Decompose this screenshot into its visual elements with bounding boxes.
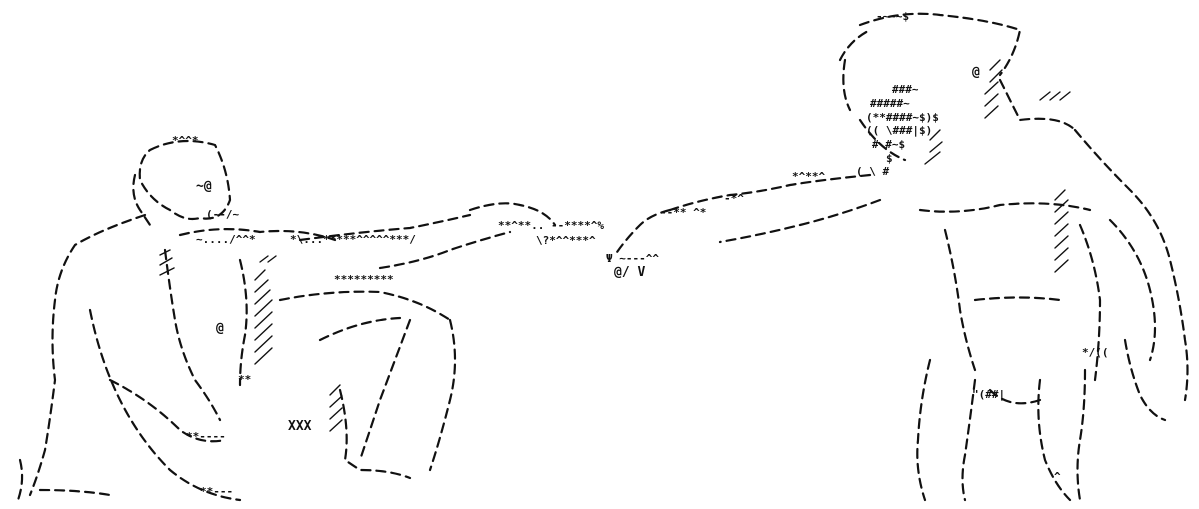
right-figure-arm-upper <box>668 173 872 212</box>
right-figure-groin <box>988 388 1042 405</box>
left-figure-hatching <box>159 249 343 432</box>
right-figure-beard-1-glyph: #####~ <box>870 97 910 110</box>
left-hand-glyph: **^**.. --****^% <box>498 219 604 232</box>
left-figure <box>16 139 557 502</box>
right-figure-forearm <box>1123 338 1167 422</box>
right-figure-torso-left <box>943 228 977 372</box>
left-figure-chest-glyph: @ <box>216 321 224 336</box>
right-figure-left-leg-inner <box>961 378 977 502</box>
left-figure-arm-lower <box>378 230 512 270</box>
left-figure-belly-glyph: ** <box>238 373 251 386</box>
left-figure-shoulder-glyph: ~..../^^* <box>196 233 256 246</box>
right-figure-hair <box>858 12 1022 77</box>
left-figure-label-glyph: XXX <box>288 419 312 434</box>
right-figure-arm-1-glyph: *^**^ <box>792 170 825 183</box>
right-figure-left-leg-outer <box>916 358 932 502</box>
left-figure-chest <box>238 258 248 387</box>
left-figure-face-line <box>132 173 152 227</box>
right-figure-hip-glyph: ^ <box>1054 470 1061 483</box>
left-figure-arm-glyph: *\...*****^^^^^***/ <box>290 233 416 246</box>
right-figure-hair-glyph: -~~~$ <box>876 10 909 23</box>
left-figure-hair-glyph: *^^* <box>172 134 199 147</box>
right-figure-mouth-glyph: ###~ <box>892 83 919 96</box>
right-figure-beard-4-glyph: # #~$ <box>872 138 905 151</box>
right-figure-hatching <box>924 59 1071 273</box>
left-figure-ground <box>38 488 112 497</box>
right-figure-beard-5-glyph: $ <box>886 152 893 165</box>
left-figure-foot-glyph: **--- <box>200 485 233 498</box>
left-figure-knee-lower <box>108 378 227 443</box>
right-figure-beard-edge <box>858 118 907 162</box>
right-figure-belly-glyph: "(##| <box>972 388 1005 401</box>
signature-glyph: @/ V <box>614 265 645 280</box>
right-figure-right-leg-outer <box>1076 368 1087 502</box>
right-figure-mark-glyph: */(( <box>1082 346 1109 359</box>
left-figure-shin <box>358 318 412 462</box>
right-figure-shoulder <box>998 78 1077 132</box>
left-figure-back <box>28 213 147 497</box>
right-figure-chest <box>918 202 1092 213</box>
left-figure-shoulder <box>178 228 337 242</box>
right-figure <box>613 12 1189 502</box>
left-figure-wrist <box>468 202 557 227</box>
right-figure-waist <box>973 296 1062 302</box>
right-figure-beard-2-glyph: (**####~$)$ <box>866 111 939 124</box>
left-figure-arm-lower-glyph: ********* <box>334 273 394 286</box>
right-figure-face-side <box>842 58 852 112</box>
right-figure-back <box>1073 128 1189 402</box>
right-figure-eye-glyph: @ <box>972 65 980 80</box>
right-figure-hair-back <box>838 28 872 62</box>
left-figure-thigh-low <box>318 316 402 342</box>
right-hand-low-glyph: Ψ ~---^^ <box>606 252 659 265</box>
left-figure-torso <box>163 248 222 422</box>
left-figure-hip <box>88 308 242 502</box>
left-figure-head-outline <box>138 139 232 221</box>
left-figure-chin-glyph: (--/~ <box>206 208 239 221</box>
ascii-glyphs: *^^* ~@ (--/~ ~..../^^* *\...*****^^^^^*… <box>172 10 1109 498</box>
right-figure-neck-glyph: ( \ # <box>856 165 889 178</box>
left-figure-thigh-top <box>278 290 452 322</box>
right-figure-hand <box>613 208 672 257</box>
left-figure-foot <box>16 458 24 502</box>
left-hand-low-glyph: \?*^^***^ <box>536 234 596 247</box>
left-figure-knee-glyph: **---- <box>186 430 226 443</box>
left-figure-knee <box>428 318 457 472</box>
left-figure-eye-glyph: ~@ <box>196 179 212 194</box>
right-figure-other-arm <box>1108 218 1157 362</box>
right-figure-torso-right <box>1078 223 1102 382</box>
right-figure-arm-2-glyph: -*^ <box>724 192 744 205</box>
right-figure-beard-3-glyph: (( \###|$) <box>866 124 932 137</box>
right-figure-arm-lower <box>718 198 882 244</box>
left-figure-arm-upper <box>298 213 472 242</box>
left-figure-calf <box>338 388 412 480</box>
right-hand-glyph: --** ^* <box>660 206 706 219</box>
